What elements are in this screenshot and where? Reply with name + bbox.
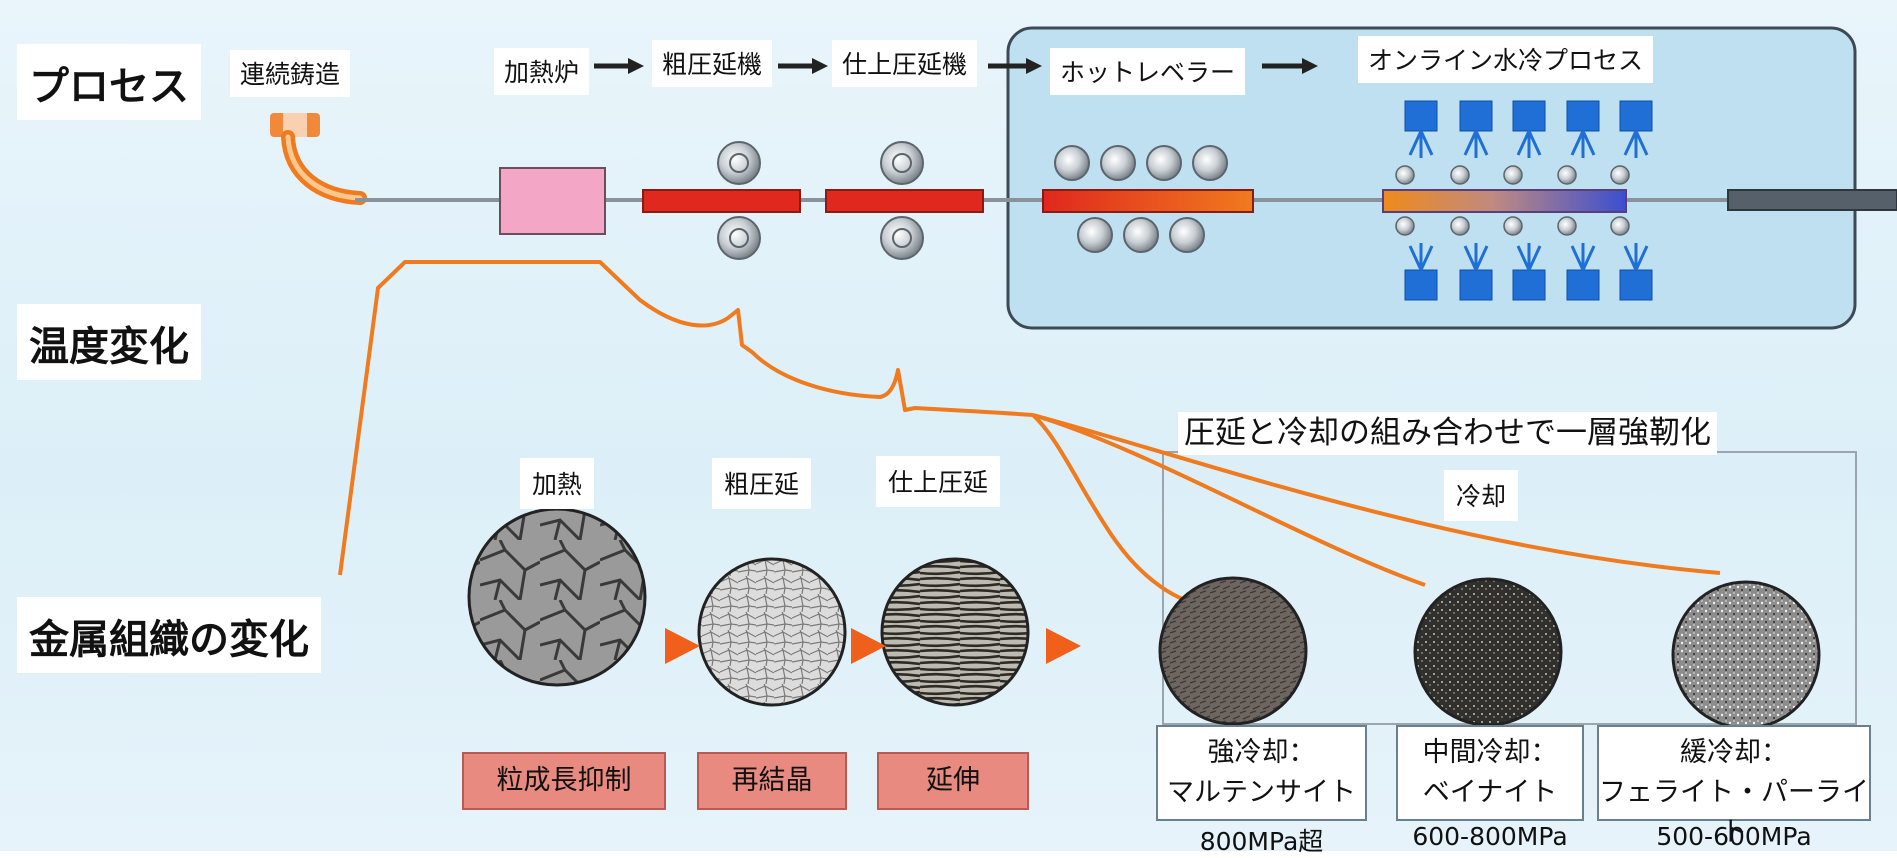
temperature-curve [338, 260, 1721, 610]
section-structure: 金属組織の変化 [17, 597, 321, 673]
caster-icon [270, 113, 367, 205]
label-finish-mill: 仕上圧延機 [832, 40, 978, 87]
strength-fast: 800MPa超 [1199, 827, 1324, 856]
bainite-microstructure [1413, 577, 1563, 727]
rough-slab [642, 189, 801, 213]
finish-roll-bottom [880, 216, 924, 260]
finish-slab [825, 189, 984, 213]
label-casting: 連続鋳造 [230, 50, 351, 97]
result-medium-line1: 中間冷却： [1422, 737, 1558, 768]
leveler-rolls [1054, 145, 1228, 253]
label-cooling: 冷却 [1444, 470, 1519, 521]
finish-roll-top [880, 141, 924, 185]
label-rough: 粗圧延 [712, 458, 812, 509]
strength-slow: 500-600MPa [1656, 822, 1812, 851]
strength-medium: 600-800MPa [1412, 822, 1568, 851]
result-fast-line2: マルテンサイト [1167, 777, 1356, 808]
fast-cooling-branch [1031, 413, 1219, 610]
stage-arrows [665, 628, 1081, 664]
process-arrows [594, 58, 1318, 74]
rough-roll-top [717, 141, 761, 185]
rough-microstructure [697, 557, 847, 707]
result-slow-cooling: 緩冷却： フェライト・パーライト [1597, 725, 1871, 848]
label-heating: 加熱 [520, 458, 595, 509]
cooling-slab [1382, 189, 1627, 213]
tag-grain-suppression: 粒成長抑制 [462, 752, 666, 810]
water-nozzles [1395, 100, 1653, 301]
label-water-cooling: オンライン水冷プロセス [1358, 36, 1654, 83]
ferrite-microstructure [1671, 580, 1821, 730]
martensite-microstructure [1158, 576, 1308, 726]
furnace-box [499, 167, 606, 235]
combo-caption: 圧延と冷却の組み合わせで一層強靭化 [1178, 412, 1717, 455]
tag-elongation: 延伸 [877, 752, 1029, 810]
label-furnace: 加熱炉 [494, 48, 590, 95]
heating-microstructure [467, 507, 647, 687]
medium-cooling-branch [1032, 413, 1426, 587]
tag-recrystallization: 再結晶 [697, 752, 847, 810]
result-slow-line2: フェライト・パーライト [1599, 777, 1869, 848]
result-fast-cooling: 強冷却： マルテンサイト [1156, 725, 1367, 821]
exit-slab [1727, 189, 1897, 211]
slow-cooling-branch [1032, 413, 1721, 575]
label-hot-leveler: ホットレベラー [1050, 48, 1246, 95]
result-medium-line2: ベイナイト [1422, 777, 1558, 808]
section-temperature: 温度変化 [17, 304, 201, 380]
label-rough-mill: 粗圧延機 [652, 40, 773, 87]
result-fast-line1: 強冷却： [1207, 737, 1316, 768]
leveler-slab [1042, 189, 1254, 213]
finish-microstructure [880, 557, 1030, 707]
section-process: プロセス [17, 44, 201, 120]
rough-roll-bottom [717, 216, 761, 260]
result-medium-cooling: 中間冷却： ベイナイト [1396, 725, 1584, 821]
result-slow-line1: 緩冷却： [1680, 737, 1788, 768]
label-finish: 仕上圧延 [876, 456, 1001, 507]
